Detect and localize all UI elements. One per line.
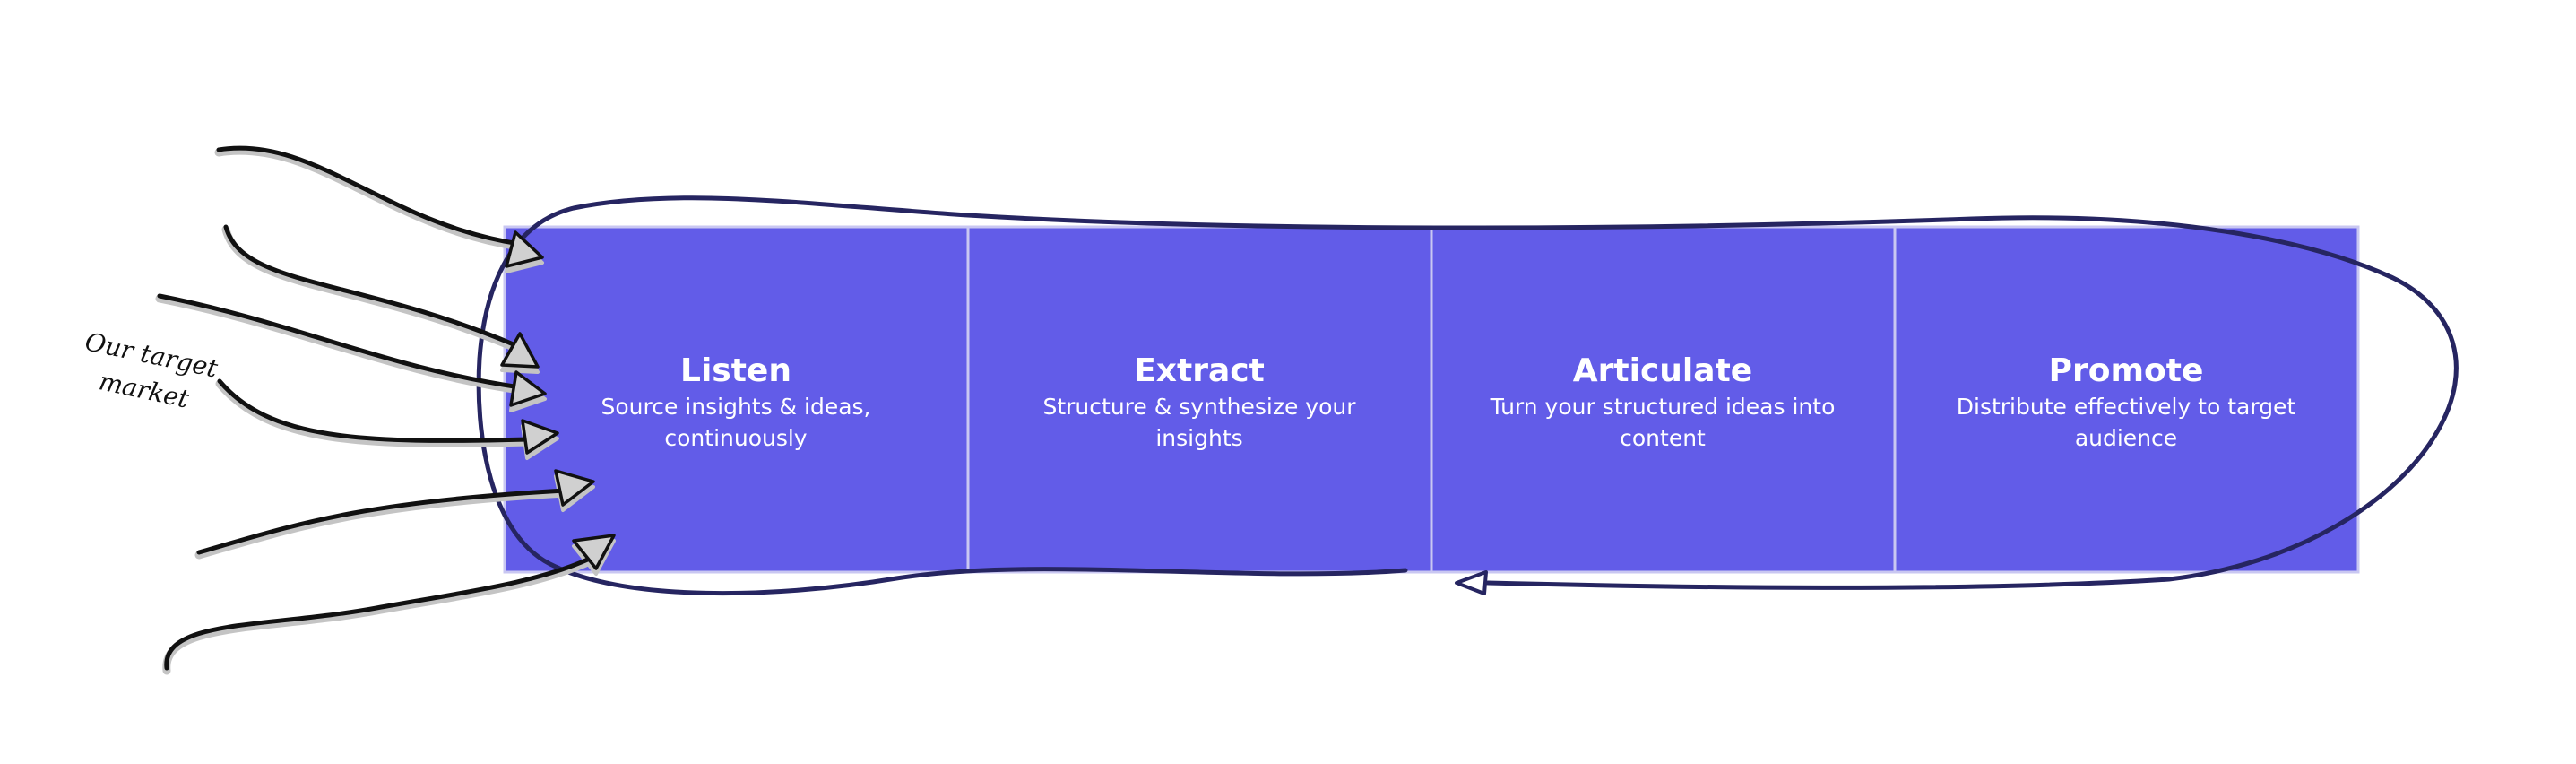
stage-desc-listen-line-1: Source insights & ideas, (601, 394, 871, 420)
stage-title-articulate: Articulate (1573, 352, 1752, 389)
stage-desc-listen-line-2: continuously (664, 425, 807, 451)
stage-box-listen (505, 227, 968, 572)
stage-title-promote: Promote (2049, 352, 2204, 389)
stage-desc-promote-line-2: audience (2075, 425, 2177, 451)
stage-box-promote (1895, 227, 2358, 572)
input-arrow-icon (164, 534, 616, 671)
stage-title-extract: Extract (1134, 352, 1265, 389)
input-arrows (155, 145, 616, 675)
stage-desc-promote-line-1: Distribute effectively to target (1957, 394, 2296, 420)
stage-box-extract (968, 227, 1431, 572)
feedback-loop-arrow-icon (476, 195, 2459, 596)
input-arrow-icon (214, 146, 544, 273)
input-arrow-icon (223, 224, 540, 369)
stage-pipeline: Listen Source insights & ideas, continuo… (503, 225, 2360, 574)
stage-title-listen: Listen (680, 352, 791, 389)
stage-box-articulate (1431, 227, 1895, 572)
target-market-label: Our target market (82, 326, 221, 414)
stage-desc-articulate-line-2: content (1620, 425, 1706, 451)
stage-desc-extract-line-1: Structure & synthesize your (1042, 394, 1356, 420)
stage-desc-articulate-line-1: Turn your structured ideas into (1490, 394, 1836, 420)
input-arrow-icon (157, 293, 547, 407)
input-arrow-icon (217, 378, 559, 455)
stage-desc-extract-line-2: insights (1155, 425, 1242, 451)
input-arrow-icon (196, 469, 595, 555)
input-arrow-icon (216, 145, 544, 268)
